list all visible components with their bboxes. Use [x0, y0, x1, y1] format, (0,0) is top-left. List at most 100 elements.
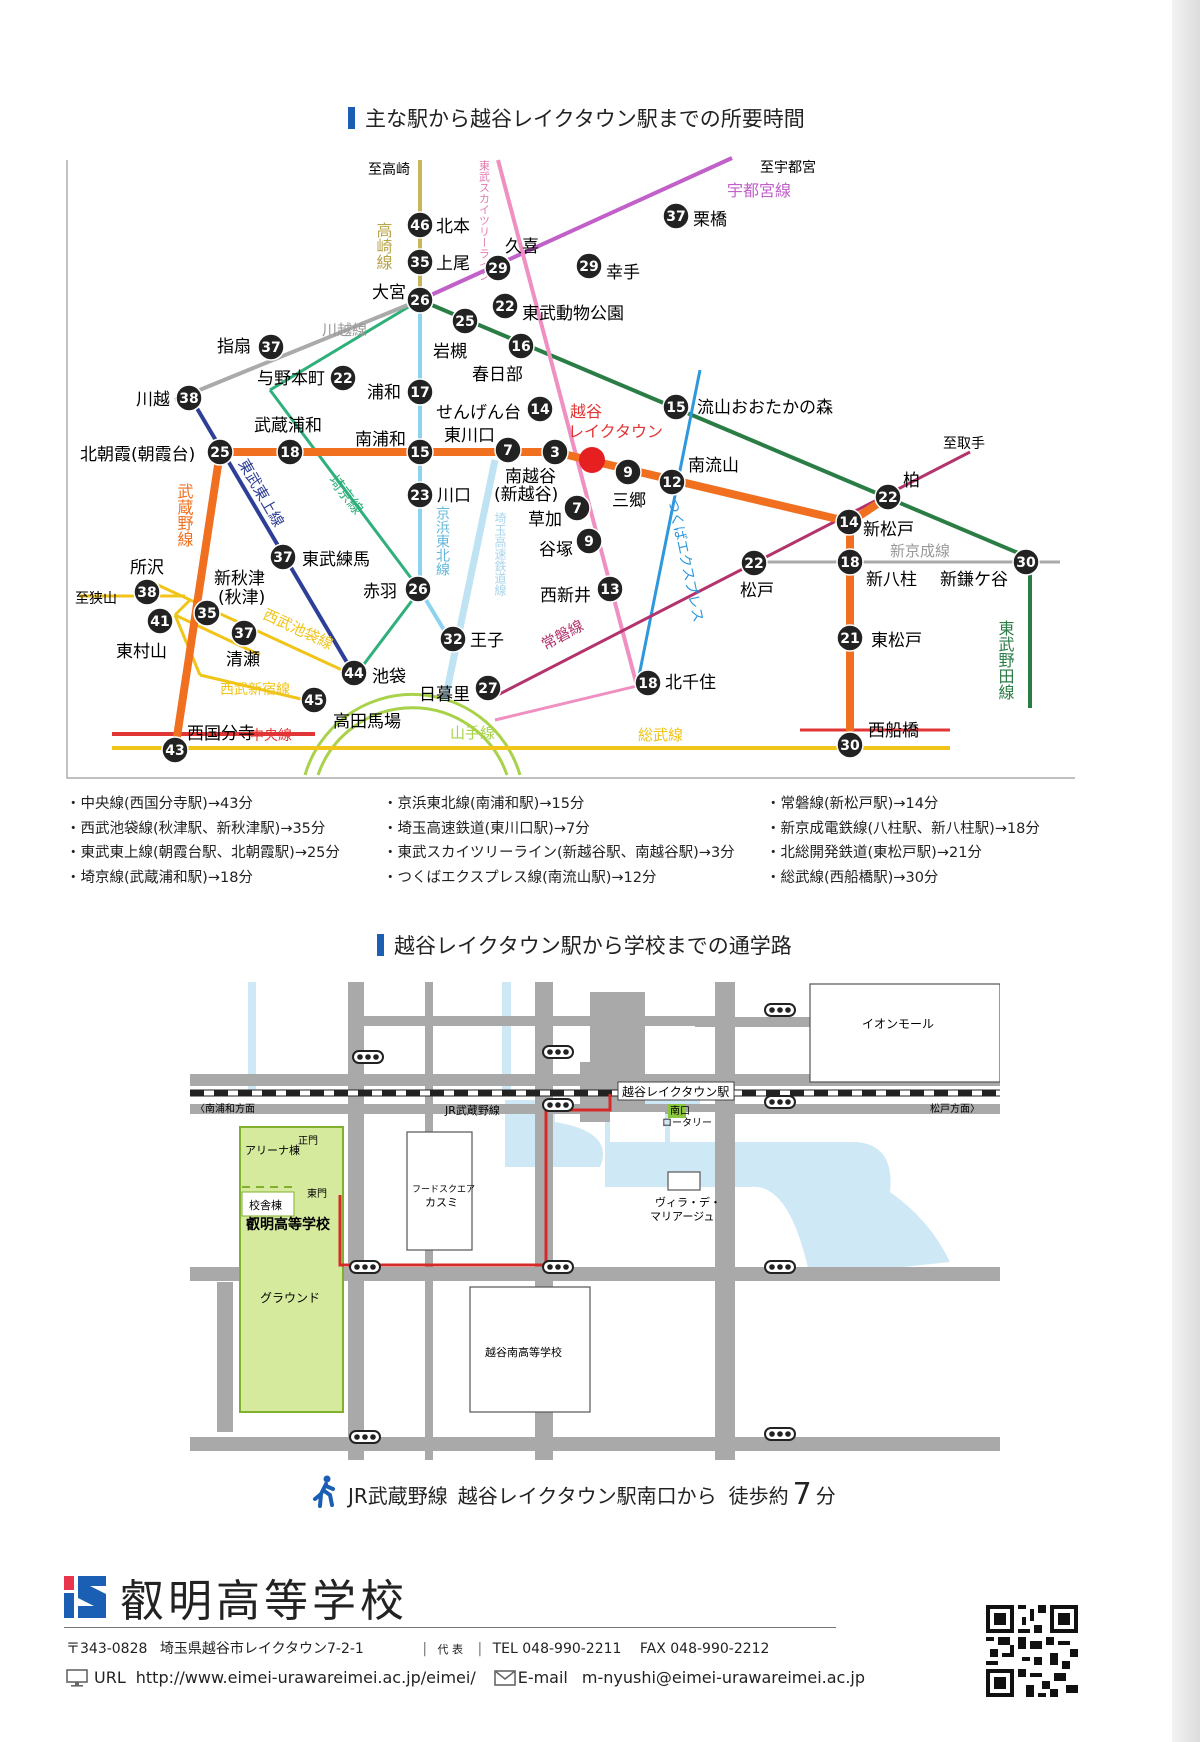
signal-lamp: [357, 1054, 363, 1060]
station-minutes: 26: [410, 293, 429, 309]
station-name: 新鎌ケ谷: [940, 570, 1008, 590]
signal-lamp: [769, 1099, 775, 1105]
station-name: 王子: [470, 631, 504, 651]
signal-lamp: [785, 1007, 791, 1013]
signal-lamp: [785, 1264, 791, 1270]
station-name: 武蔵浦和: [254, 416, 322, 436]
station-minutes: 38: [179, 391, 198, 407]
station-minutes: 14: [839, 515, 859, 531]
signal-lamp: [365, 1054, 371, 1060]
station-marker: [146, 607, 174, 635]
label-rotary-1: 南口: [670, 1104, 690, 1117]
station-marker: [563, 494, 591, 522]
station-marker: [269, 543, 297, 571]
label-seimon: 正門: [298, 1135, 318, 1147]
station-minutes: 37: [666, 209, 685, 225]
station-name: 北本: [436, 217, 470, 237]
route-map-title: 主な駅から越谷レイクタウン駅までの所要時間: [348, 103, 805, 133]
signal-lamp: [769, 1007, 775, 1013]
signal-lamp: [370, 1264, 376, 1270]
signal-lamp: [563, 1049, 569, 1055]
url-row: URL http://www.eimei-urawareimei.ac.jp/e…: [66, 1668, 865, 1687]
url-label: URL: [94, 1668, 126, 1687]
signal-lamp: [354, 1264, 360, 1270]
line-saikyo: 埼京線: [325, 471, 367, 518]
station-minutes: 29: [579, 259, 598, 275]
monitor-icon: [66, 1668, 88, 1687]
label-east: 松戸方面〉: [930, 1102, 980, 1115]
signal-lamp: [370, 1434, 376, 1440]
legend-item: ・東武東上線(朝霞台駅、北朝霞駅)→25分: [66, 845, 340, 861]
station-marker: [406, 211, 434, 239]
signal-lamp: [563, 1264, 569, 1270]
legend-item: ・常磐線(新松戸駅)→14分: [766, 796, 939, 812]
address-row: 〒343-0828 埼玉県越谷市レイクタウン7-2-1 | 代 表 | TEL …: [66, 1638, 783, 1658]
station-minutes: 30: [840, 738, 860, 754]
url-link[interactable]: http://www.eimei-urawareimei.ac.jp/eimei…: [135, 1668, 476, 1687]
rep-label: 代 表: [437, 1643, 463, 1656]
station-marker: [406, 286, 434, 314]
signal-lamp: [362, 1434, 368, 1440]
station-marker: [836, 548, 864, 576]
line-noda: 東武野田線: [996, 620, 1015, 700]
station-name: 北千住: [665, 673, 716, 693]
legend-item: ・新京成電鉄線(八柱駅、新八柱駅)→18分: [766, 820, 1040, 837]
legend-item: ・埼玉高速鉄道(東川口駅)→7分: [383, 820, 590, 837]
station-minutes: 45: [304, 693, 323, 709]
station-minutes: 7: [572, 501, 582, 517]
label-higashimon: 東門: [307, 1187, 327, 1200]
qr-code-icon[interactable]: [986, 1605, 1078, 1697]
signal-lamp: [563, 1102, 569, 1108]
legend-item: ・埼京線(武蔵浦和駅)→18分: [66, 869, 253, 886]
label-school: 叡明高等学校: [245, 1216, 331, 1233]
line-ikebukuro: 西武池袋線: [260, 605, 336, 653]
station-marker: [406, 481, 434, 509]
station-minutes: 16: [511, 339, 530, 355]
station-marker: [406, 438, 434, 466]
line-sobu: 総武線: [638, 726, 683, 744]
station-marker: [133, 578, 161, 606]
railway-map: 越谷 レイクタウン 至高崎 至宇都宮 至取手 至狭山 高崎線 宇都宮線 川越線 …: [66, 156, 1075, 779]
station-name: (新越谷): [494, 485, 558, 505]
station-name: 南越谷: [505, 467, 556, 487]
signal-lamp: [555, 1102, 561, 1108]
station-name: 所沢: [130, 558, 164, 578]
station-minutes: 25: [455, 314, 474, 330]
label-ground: グラウンド: [260, 1291, 320, 1305]
station-marker: [491, 292, 519, 320]
email-link[interactable]: m-nyushi@eimei-urawareimei.ac.jp: [581, 1668, 866, 1687]
dir-utsunomiya: 至宇都宮: [760, 160, 816, 176]
label-kasumi-1: フードスクエア: [412, 1184, 475, 1195]
signal-lamp: [362, 1264, 368, 1270]
legend-item: ・西武池袋線(秋津駅、新秋津駅)→35分: [66, 820, 326, 837]
signal-lamp: [769, 1264, 775, 1270]
station-minutes: 23: [410, 488, 429, 504]
station-marker: [836, 624, 864, 652]
station-minutes: 38: [137, 585, 156, 601]
station-name: 栗橋: [693, 210, 727, 230]
signal-lamp: [785, 1099, 791, 1105]
station-name: 川越: [136, 390, 170, 410]
station-minutes: 18: [840, 555, 859, 571]
station-minutes: 9: [623, 465, 633, 481]
station-minutes: 22: [333, 371, 352, 387]
station-name: せんげん台: [436, 403, 521, 423]
station-name: 浦和: [367, 383, 401, 403]
line-yamanote: 山手線: [450, 724, 495, 742]
station-marker: [541, 438, 569, 466]
station-name: 久喜: [505, 237, 539, 257]
line-chuo: 中央線: [250, 728, 292, 744]
fax: FAX 048-990-2212: [639, 1641, 770, 1657]
line-keihin: 京浜東北線: [434, 506, 450, 576]
signal-lamp: [373, 1054, 379, 1060]
station-marker: [276, 438, 304, 466]
station-minutes: 17: [410, 385, 429, 401]
label-west: 〈南浦和方面: [195, 1102, 255, 1115]
station-marker: [740, 549, 768, 577]
station-marker: [494, 436, 522, 464]
station-name: 与野本町: [257, 369, 325, 389]
station-minutes: 21: [840, 631, 859, 647]
email-label: E-mail: [517, 1668, 568, 1687]
station-marker: [634, 669, 662, 697]
line-utsunomiya: 宇都宮線: [727, 181, 791, 200]
